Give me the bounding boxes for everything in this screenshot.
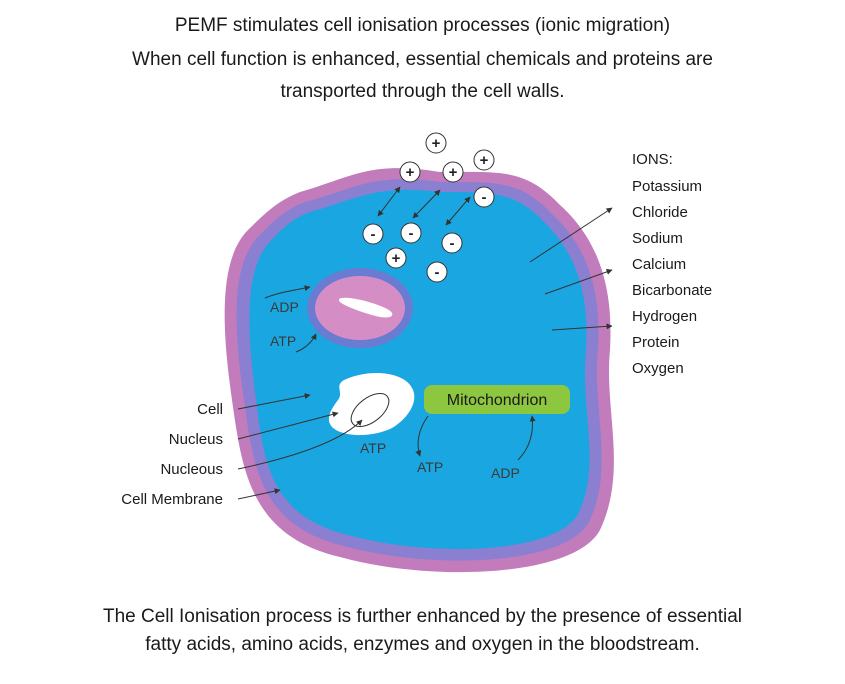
ion-list-item: Sodium (632, 230, 683, 247)
nucleolus (350, 392, 390, 428)
membrane-pointer (237, 488, 281, 500)
ion-sign: + (449, 164, 458, 181)
ion-sign: - (450, 235, 455, 252)
ion-list-item: Potassium (632, 178, 702, 195)
ion-list-item: Calcium (632, 256, 686, 273)
ion-circle (473, 149, 495, 171)
ion-sign: - (482, 189, 487, 206)
ions-heading: IONS: (632, 151, 673, 168)
ion-out-arrow (529, 207, 613, 263)
label-nucleus: Nucleus (169, 431, 223, 448)
ion-circle (473, 186, 495, 208)
ion-arrow (412, 189, 441, 219)
ion-list-item: Chloride (632, 204, 688, 221)
ion-out-arrow (544, 268, 613, 295)
atp-nucleus-label: ATP (360, 440, 386, 456)
footer-line-2: fatty acids, amino acids, enzymes and ox… (145, 634, 700, 655)
ion-list-item: Protein (632, 334, 680, 351)
ion-circle (385, 247, 407, 269)
ion-list-item: Oxygen (632, 360, 684, 377)
ion-sign: + (432, 135, 441, 152)
ion-circle (441, 232, 463, 254)
vacuole-slit (338, 297, 393, 318)
label-cell: Cell (197, 401, 223, 418)
ion-sign: + (392, 250, 401, 267)
ion-sign: - (409, 225, 414, 242)
atp-mito-arrow (415, 415, 429, 457)
nucleolus-pointer (237, 419, 363, 470)
atp-arrow (295, 333, 317, 353)
ion-circle (442, 161, 464, 183)
ion-circle (362, 223, 384, 245)
ions-group: ++++----+- (362, 132, 495, 283)
title-line-1: PEMF stimulates cell ionisation processe… (174, 15, 671, 36)
cytoplasm (249, 189, 590, 550)
ion-arrow (377, 186, 401, 217)
ion-out-arrow (551, 323, 613, 331)
ion-sign: + (480, 152, 489, 169)
adp-mito-label: ADP (491, 465, 520, 481)
ion-list-item: Bicarbonate (632, 282, 712, 299)
mitochondrion (424, 385, 570, 414)
adp-arrow (264, 285, 311, 299)
ion-sign: + (406, 164, 415, 181)
atp-mito-label: ATP (417, 459, 443, 475)
ion-arrow (445, 196, 471, 226)
ion-circle (400, 222, 422, 244)
title-line-3: transported through the cell walls. (280, 81, 565, 102)
ion-sign: - (435, 264, 440, 281)
ion-circle (399, 161, 421, 183)
adp-mito-arrow (517, 415, 536, 461)
ion-sign: - (371, 226, 376, 243)
footer-line-1: The Cell Ionisation process is further e… (103, 606, 742, 627)
nucleus (328, 373, 415, 436)
label-cell-membrane: Cell Membrane (121, 491, 223, 508)
title-line-2: When cell function is enhanced, essentia… (132, 49, 713, 70)
nucleus-pointer (237, 411, 339, 440)
ions-list: PotassiumChlorideSodiumCalciumBicarbonat… (632, 178, 712, 377)
atp-label: ATP (270, 333, 296, 349)
mitochondrion-label: Mitochondrion (447, 392, 548, 409)
adp-label: ADP (270, 299, 299, 315)
ion-circle (426, 261, 448, 283)
ion-list-item: Hydrogen (632, 308, 697, 325)
ion-circle (425, 132, 447, 154)
label-nucleous: Nucleous (160, 461, 223, 478)
cell-pointer (237, 393, 311, 410)
